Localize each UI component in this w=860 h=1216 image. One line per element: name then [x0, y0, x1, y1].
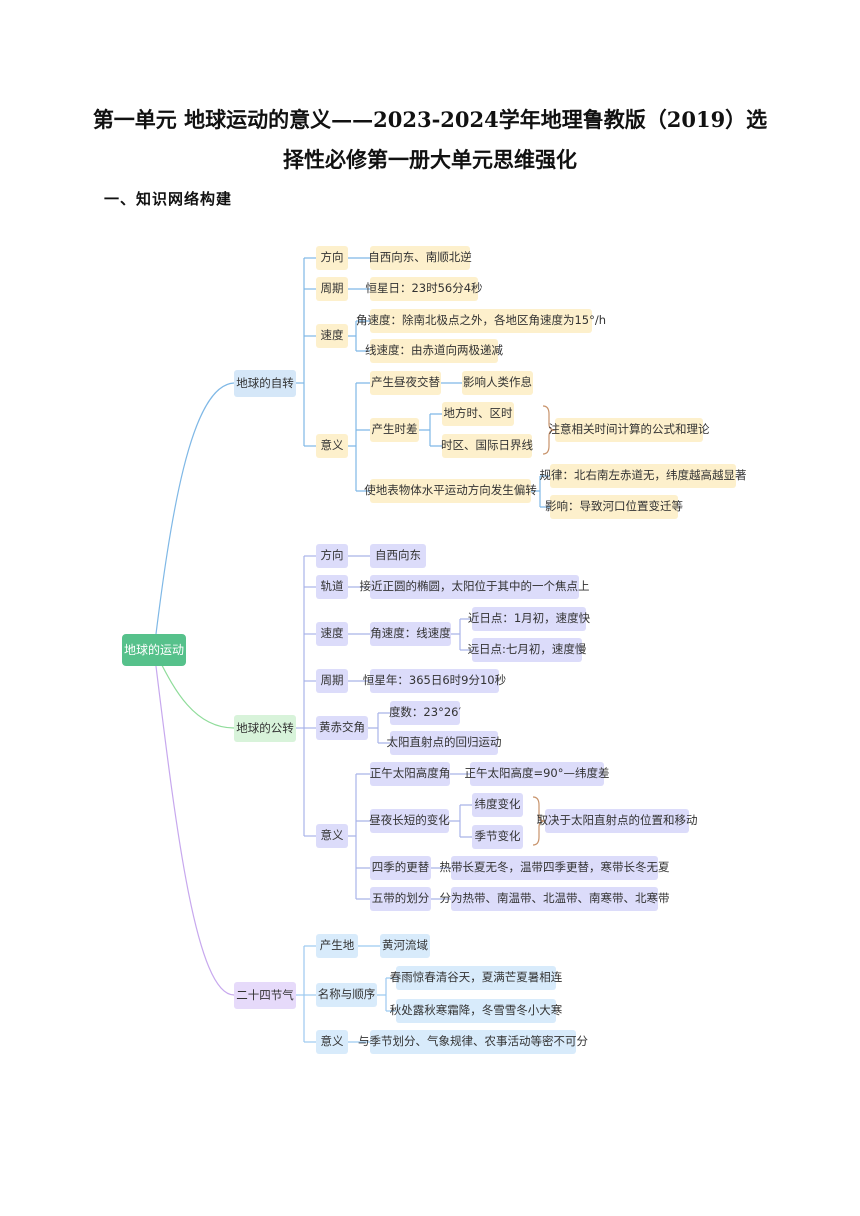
- node-deflection-rule: 规律：北右南左赤道无，纬度越高越显著: [540, 464, 747, 488]
- node-solar-terms-names-line2: 秋处露秋寒霜降，冬雪雪冬小大寒: [390, 999, 562, 1023]
- node-day-night: 产生昼夜交替: [370, 371, 441, 395]
- node-noon-angle-formula: 正午太阳高度=90°—纬度差: [464, 762, 610, 786]
- node-rotation-direction: 方向: [316, 246, 348, 270]
- node-solar-terms-names: 名称与顺序: [316, 983, 377, 1007]
- node-rotation-period-value: 恒星日：23时56分4秒: [365, 277, 483, 301]
- document-title-line-2: 择性必修第一册大单元思维强化: [283, 147, 577, 172]
- node-aphelion: 远日点:七月初，速度慢: [468, 638, 586, 662]
- node-revolution-direction-value: 自西向东: [370, 544, 426, 568]
- node-noon-angle: 正午太阳高度角: [370, 762, 450, 786]
- node-rotation-linear-speed: 线速度：由赤道向两极递减: [365, 339, 503, 363]
- node-rotation-angular-speed: 角速度：除南北极点之外，各地区角速度为15°/h: [356, 309, 606, 333]
- node-earth-rotation: 地球的自转: [234, 370, 296, 397]
- node-day-night-effect: 影响人类作息: [462, 371, 533, 395]
- node-solar-terms-origin: 产生地: [316, 934, 358, 958]
- node-day-length-note: 取决于太阳直射点的位置和移动: [537, 809, 698, 833]
- node-rotation-direction-value: 自西向东、南顺北逆: [368, 246, 472, 270]
- node-obliquity-degree: 度数：23°26′: [389, 701, 461, 725]
- node-rotation-speed: 速度: [316, 324, 348, 348]
- node-deflection: 使地表物体水平运动方向发生偏转: [364, 479, 537, 503]
- node-solar-terms: 二十四节气: [234, 982, 296, 1009]
- node-revolution-period-value: 恒星年：365日6时9分10秒: [363, 669, 506, 693]
- node-obliquity-motion: 太阳直射点的回归运动: [387, 731, 502, 755]
- node-revolution-period: 周期: [316, 669, 348, 693]
- node-perihelion: 近日点：1月初，速度快: [468, 607, 590, 631]
- node-solar-terms-origin-value: 黄河流域: [380, 934, 430, 958]
- node-earth-revolution: 地球的公转: [234, 715, 296, 742]
- node-revolution-orbit-value: 接近正圆的椭圆，太阳位于其中的一个焦点上: [360, 575, 590, 599]
- node-time-difference: 产生时差: [370, 418, 419, 442]
- node-time-zone: 时区、国际日界线: [441, 434, 533, 458]
- node-solar-terms-significance-value: 与季节划分、气象规律、农事活动等密不可分: [358, 1030, 588, 1054]
- node-revolution-significance: 意义: [316, 824, 348, 848]
- node-revolution-speed-value: 角速度：线速度: [370, 622, 451, 646]
- node-solar-terms-significance: 意义: [316, 1030, 348, 1054]
- node-revolution-orbit: 轨道: [316, 575, 348, 599]
- node-time-note: 注意相关时间计算的公式和理论: [549, 418, 710, 442]
- node-obliquity: 黄赤交角: [316, 716, 368, 740]
- node-rotation-significance: 意义: [316, 434, 348, 458]
- connector-root-rotation: [153, 382, 235, 651]
- connector-root-solar-terms: [153, 649, 235, 996]
- node-revolution-direction: 方向: [316, 544, 348, 568]
- node-rotation-period: 周期: [316, 277, 348, 301]
- section-heading: 一、知识网络构建: [104, 190, 233, 208]
- node-deflection-effect: 影响：导致河口位置变迁等: [545, 495, 683, 519]
- node-solar-terms-names-line1: 春雨惊春清谷天，夏满芒夏暑相连: [390, 966, 562, 990]
- node-seasons-value: 热带长夏无冬，温带四季更替，寒带长冬无夏: [440, 856, 670, 880]
- node-zones: 五带的划分: [370, 887, 431, 911]
- node-seasons: 四季的更替: [370, 856, 431, 880]
- node-local-time: 地方时、区时: [442, 402, 514, 426]
- node-zones-value: 分为热带、南温带、北温带、南寒带、北寒带: [440, 887, 670, 911]
- node-latitude-change: 纬度变化: [472, 793, 523, 817]
- node-revolution-speed: 速度: [316, 622, 348, 646]
- node-day-length: 昼夜长短的变化: [369, 809, 450, 833]
- node-season-change: 季节变化: [472, 825, 523, 849]
- mindmap-root-node: 地球的运动: [122, 634, 186, 666]
- document-title-line-1: 第一单元 地球运动的意义——2023-2024学年地理鲁教版（2019）选: [92, 107, 768, 132]
